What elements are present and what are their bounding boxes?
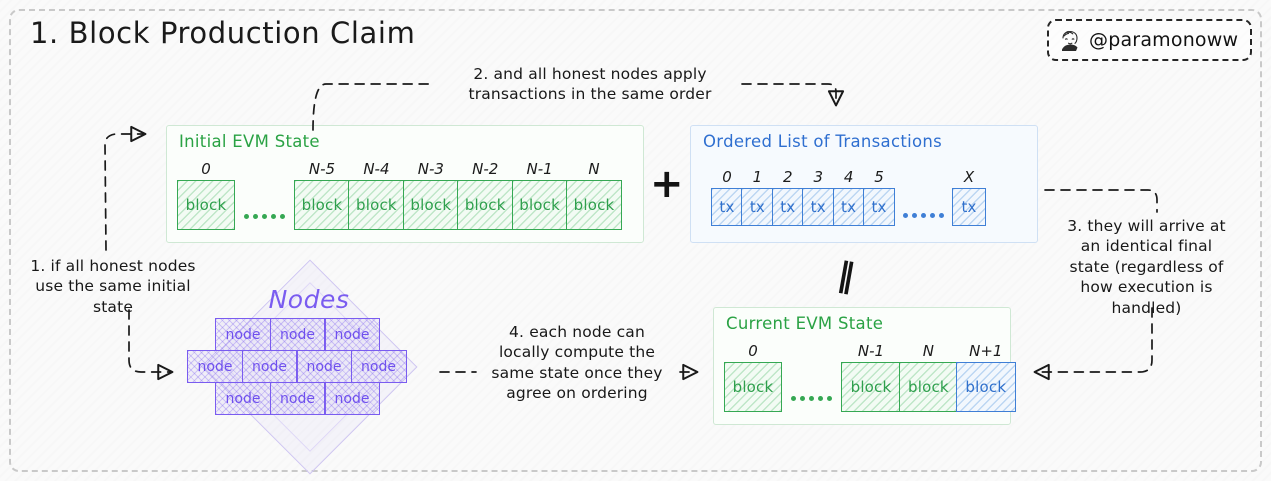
page-title: 1. Block Production Claim bbox=[30, 16, 416, 50]
avatar-sketch-icon bbox=[1055, 25, 1085, 55]
cell-body: block bbox=[899, 362, 958, 412]
nodes-row-middle: node node node node bbox=[187, 350, 407, 383]
cell-body: block bbox=[294, 180, 350, 230]
cell-body: block bbox=[511, 180, 568, 230]
block-cell: N block bbox=[566, 160, 623, 230]
block-cell: N-5 block bbox=[294, 162, 350, 230]
cell-body: block bbox=[724, 362, 782, 412]
connector-order-top-right bbox=[741, 83, 845, 107]
cell-label: 0 bbox=[722, 168, 732, 186]
tx-cell: 4 tx bbox=[832, 168, 865, 226]
cell-body: tx bbox=[771, 188, 804, 226]
cell-label: 4 bbox=[843, 168, 854, 186]
current-evm-state-title: Current EVM State bbox=[726, 314, 884, 333]
node-cell: node bbox=[215, 318, 271, 351]
cell-label: N-4 bbox=[363, 160, 390, 178]
initial-evm-state-title: Initial EVM State bbox=[179, 132, 320, 151]
cell-label: N-5 bbox=[308, 160, 336, 178]
cell-label: N-1 bbox=[526, 160, 553, 178]
cell-body: tx bbox=[952, 188, 987, 226]
cell-body: block bbox=[457, 180, 514, 230]
tx-cell: 3 tx bbox=[802, 168, 835, 226]
cell-body: tx bbox=[863, 188, 896, 226]
ellipsis-dots bbox=[235, 214, 294, 230]
cell-body: block bbox=[402, 180, 459, 230]
current-evm-state-cells: 0 block N-1 block N block N+1 block bbox=[724, 344, 1016, 412]
nodes-title: Nodes bbox=[268, 285, 350, 314]
connector-to-nodes bbox=[128, 309, 174, 381]
connector-order-top-left bbox=[312, 83, 431, 131]
node-cell: node bbox=[324, 382, 380, 415]
block-cell-new: N+1 block bbox=[955, 342, 1016, 412]
cell-body: block bbox=[841, 362, 901, 412]
annotation-2: 2. and all honest nodes apply transactio… bbox=[468, 65, 712, 104]
handle-text: @paramonoww bbox=[1089, 29, 1239, 51]
cell-label: 1 bbox=[752, 168, 763, 186]
tx-cell: 0 tx bbox=[711, 170, 743, 226]
node-cell: node bbox=[241, 350, 298, 383]
block-cell: 0 block bbox=[177, 162, 235, 230]
tx-cell: 1 tx bbox=[741, 168, 774, 226]
cell-label: 0 bbox=[748, 342, 758, 360]
plus-operator: + bbox=[650, 161, 684, 207]
block-cell: N-3 block bbox=[402, 160, 459, 230]
block-cell: N-2 block bbox=[457, 160, 514, 230]
annotation-1: 1. if all honest nodes use the same init… bbox=[30, 257, 196, 316]
cell-label: N+1 bbox=[969, 342, 1003, 360]
annotation-3: 3. they will arrive at an identical fina… bbox=[1067, 217, 1226, 317]
cell-label: 5 bbox=[874, 168, 884, 186]
cell-body: block bbox=[348, 180, 405, 230]
cell-label: N-3 bbox=[417, 160, 444, 178]
block-cell: N-1 block bbox=[511, 160, 568, 230]
tx-cell: 2 tx bbox=[771, 168, 804, 226]
nodes-row-bottom: node node node bbox=[215, 382, 380, 415]
cell-label: X bbox=[963, 168, 975, 186]
node-cell: node bbox=[296, 350, 352, 383]
node-cell: node bbox=[269, 382, 326, 415]
transactions-title: Ordered List of Transactions bbox=[703, 132, 943, 151]
initial-evm-state-cells: 0 block N-5 block N-4 block N-3 block N-… bbox=[177, 160, 623, 230]
cell-body: block bbox=[177, 180, 235, 230]
cell-label: N-2 bbox=[472, 160, 499, 178]
transactions-cells: 0 tx 1 tx 2 tx 3 tx 4 tx 5 tx X tx bbox=[711, 168, 987, 226]
cell-body: tx bbox=[832, 188, 865, 226]
cell-body: tx bbox=[711, 188, 743, 226]
connector-to-final-top bbox=[1044, 189, 1158, 213]
cell-label: 0 bbox=[201, 160, 211, 178]
block-cell: 0 block bbox=[724, 344, 782, 412]
tx-cell: X tx bbox=[952, 168, 987, 226]
connector-initial-state bbox=[104, 125, 147, 251]
ellipsis-dots bbox=[782, 396, 841, 412]
cell-body: tx bbox=[802, 188, 835, 226]
author-handle-badge: @paramonoww bbox=[1047, 19, 1253, 61]
annotation-4: 4. each node can locally compute the sam… bbox=[491, 323, 663, 403]
node-cell: node bbox=[269, 318, 326, 351]
block-cell: N-4 block bbox=[348, 160, 405, 230]
nodes-row-top: node node node bbox=[215, 318, 380, 351]
ellipsis-dots bbox=[895, 213, 952, 226]
cell-label: 2 bbox=[783, 168, 793, 186]
node-cell: node bbox=[215, 382, 271, 415]
cell-label: N bbox=[588, 160, 600, 178]
block-cell: N block bbox=[899, 342, 958, 412]
nodes-cluster: Nodes node node node node node node node… bbox=[178, 259, 440, 475]
equals-operator: ‖ bbox=[834, 253, 857, 296]
cell-body: block bbox=[955, 362, 1016, 412]
cell-body: block bbox=[566, 180, 623, 230]
block-cell: N-1 block bbox=[841, 344, 901, 412]
node-cell: node bbox=[187, 350, 243, 383]
cell-body: tx bbox=[741, 188, 774, 226]
node-cell: node bbox=[350, 350, 407, 383]
cell-label: N-1 bbox=[857, 342, 885, 360]
cell-label: 3 bbox=[813, 168, 823, 186]
node-cell: node bbox=[324, 318, 380, 351]
cell-label: N bbox=[922, 342, 935, 360]
tx-cell: 5 tx bbox=[863, 168, 896, 226]
